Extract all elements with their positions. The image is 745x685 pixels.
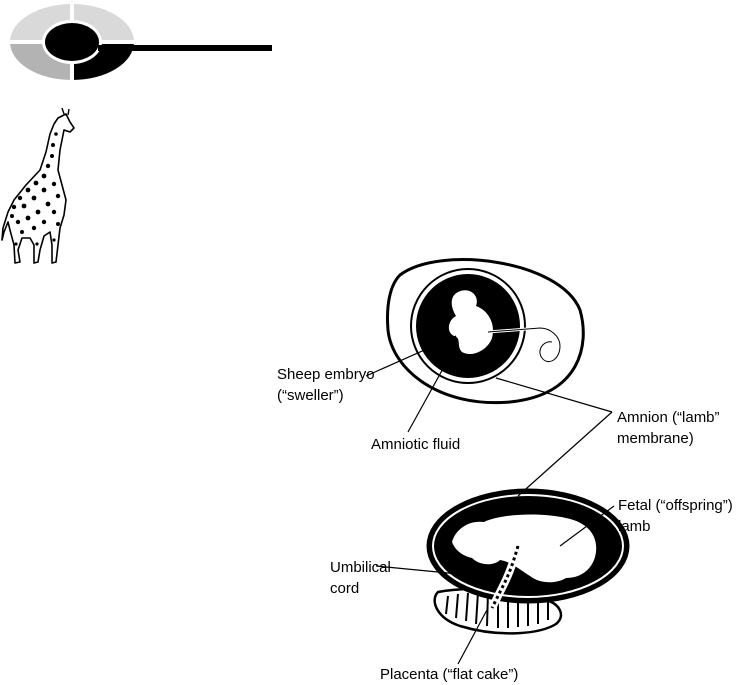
- label-fetal-lamb: Fetal (“offspring”) lamb: [618, 495, 733, 537]
- label-amniotic-fluid: Amniotic fluid: [371, 434, 460, 455]
- oval-segment-logo-icon: [8, 2, 272, 82]
- label-sheep-embryo: Sheep embryo (“sweller”): [277, 364, 375, 406]
- label-amnion: Amnion (“lamb” membrane): [617, 407, 720, 449]
- fetal-lamb-with-placenta-illustration: [428, 490, 628, 633]
- sheep-embryo-in-amnion-illustration: [388, 260, 584, 403]
- giraffe-icon: [2, 108, 74, 263]
- label-umbilical-cord: Umbilical cord: [330, 557, 391, 599]
- label-placenta: Placenta (“flat cake”): [380, 664, 518, 685]
